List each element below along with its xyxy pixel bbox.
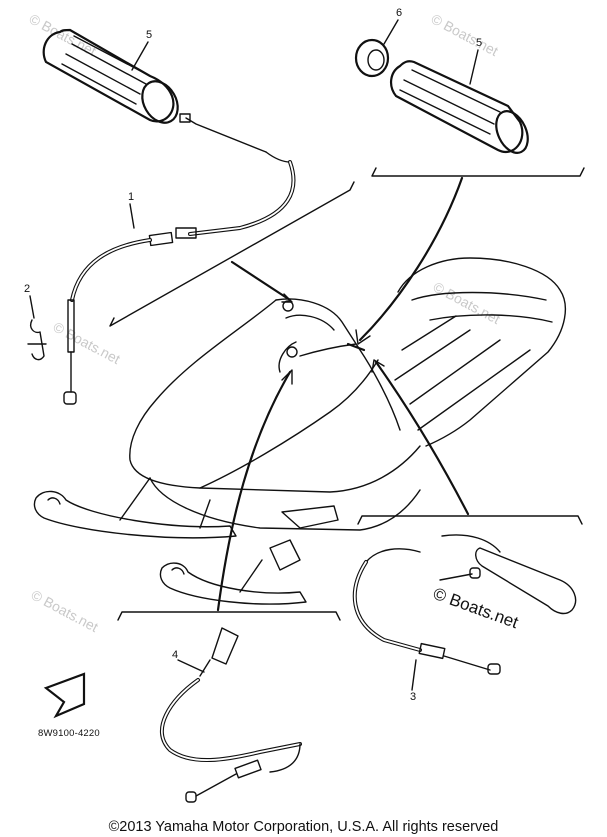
watermark-top-right: © Boats.net (429, 11, 501, 60)
forward-arrow-icon: FWD (43, 672, 86, 719)
callout-bracket-bottom-right (357, 515, 583, 525)
throttle-cable (63, 113, 296, 405)
choke-cable (159, 627, 302, 803)
leader-4 (177, 659, 205, 673)
part-number-2: 2 (24, 283, 30, 295)
collar-ring (354, 38, 390, 78)
callout-bracket-bottom-left (117, 611, 341, 621)
part-number-5-right: 5 (476, 37, 482, 49)
cable-clip (27, 319, 47, 361)
fwd-label: FWD (60, 687, 81, 702)
part-number-5-left: 5 (146, 29, 152, 41)
grip-right (390, 60, 529, 154)
part-number-6: 6 (396, 7, 402, 19)
leader-5-right (469, 49, 479, 85)
callout-bracket-top-right (371, 167, 585, 177)
watermark-bottom-left: © Boats.net (29, 587, 101, 636)
leader-5-left (131, 41, 149, 71)
watermark-mid-right: © Boats.net (431, 279, 503, 328)
watermark-mid-left: © Boats.net (51, 319, 123, 368)
part-number-4: 4 (172, 649, 178, 661)
callout-arrow-bottom-left (216, 370, 292, 612)
callout-bracket-top-left (109, 181, 355, 327)
callout-arrow-top-right (358, 176, 464, 342)
callout-arrow-bottom-right (374, 360, 470, 516)
watermark-top-left: © Boats.net (27, 11, 99, 60)
snowmobile-illustration (33, 257, 567, 605)
callout-arrow-top-left (230, 260, 292, 302)
brake-cable (352, 534, 577, 675)
part-number-3: 3 (410, 691, 416, 703)
watermark-main: © Boats.net (431, 584, 521, 632)
leader-2 (29, 295, 35, 319)
leader-1 (129, 203, 135, 229)
handlebar-junction (278, 300, 366, 373)
leader-6 (383, 19, 399, 45)
part-number-1: 1 (128, 191, 134, 203)
copyright-notice: ©2013 Yamaha Motor Corporation, U.S.A. A… (108, 819, 499, 835)
leader-3 (411, 659, 417, 691)
drawing-code: 8W9100-4220 (38, 728, 100, 739)
grip-left (42, 28, 179, 124)
